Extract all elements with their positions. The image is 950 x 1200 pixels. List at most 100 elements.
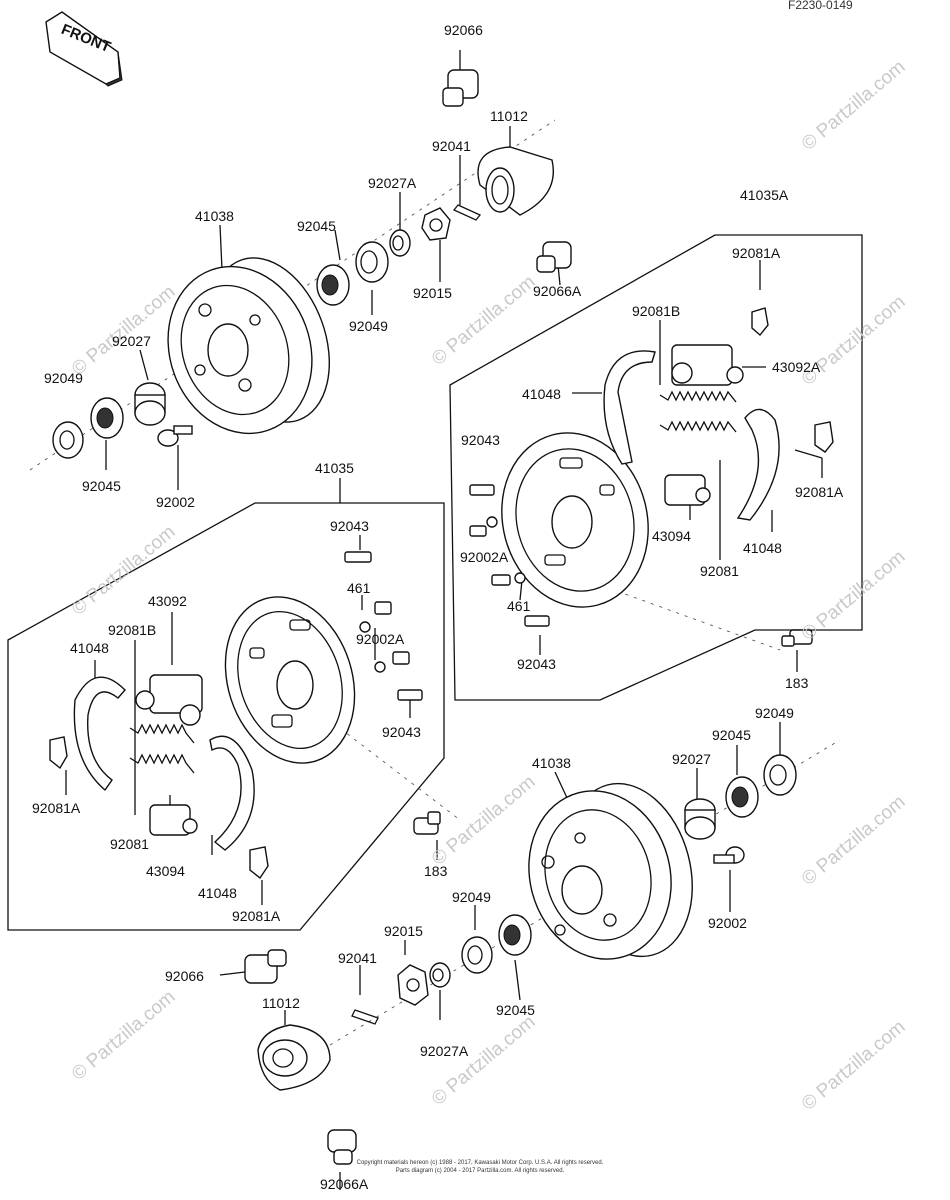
part-label: 41048 bbox=[522, 386, 561, 402]
part-92002-left bbox=[157, 425, 193, 447]
leader-lines bbox=[65, 50, 823, 1190]
springs-right bbox=[659, 390, 737, 433]
part-92041-top bbox=[452, 204, 482, 221]
part-label: 92081A bbox=[32, 800, 81, 816]
part-183-right bbox=[781, 629, 813, 647]
part-92045-br bbox=[725, 776, 759, 818]
part-label: 92066 bbox=[165, 968, 204, 984]
part-label: 92045 bbox=[82, 478, 121, 494]
part-label: 41048 bbox=[743, 540, 782, 556]
part-label: 92049 bbox=[755, 705, 794, 721]
brake-shoe-left-upper bbox=[73, 676, 126, 792]
springs-left bbox=[129, 723, 195, 774]
part-label: 92045 bbox=[712, 727, 751, 743]
front-arrow-icon bbox=[45, 11, 123, 87]
part-92045-top bbox=[316, 264, 350, 306]
part-label: 92027 bbox=[112, 333, 151, 349]
wheel-cylinder-43094-right bbox=[664, 474, 711, 506]
part-label: 92081A bbox=[232, 908, 281, 924]
drum-41038-bottom bbox=[528, 782, 693, 960]
part-92041-bot bbox=[351, 1009, 379, 1025]
clip-92081a-right-bottom bbox=[814, 421, 834, 453]
part-label: 11012 bbox=[490, 108, 528, 124]
part-label: 92081B bbox=[108, 622, 157, 638]
part-92027-br bbox=[684, 798, 716, 840]
part-label: 92002A bbox=[460, 549, 509, 565]
part-label: 92027A bbox=[368, 175, 417, 191]
part-92027a-top bbox=[389, 229, 411, 257]
part-92049-bot bbox=[461, 936, 493, 974]
diagram-code: F2230-0149 bbox=[788, 0, 853, 12]
part-92027a-bot bbox=[429, 962, 451, 988]
part-92066a-mid bbox=[536, 241, 572, 273]
part-92066a-bot bbox=[327, 1129, 357, 1165]
part-label: 41048 bbox=[70, 640, 109, 656]
part-label: 41038 bbox=[195, 208, 234, 224]
part-label: 92043 bbox=[517, 656, 556, 672]
part-label: 461 bbox=[347, 580, 371, 596]
part-label: 92015 bbox=[413, 285, 452, 301]
part-label: 92043 bbox=[461, 432, 500, 448]
part-label: 92027 bbox=[672, 751, 711, 767]
part-92049-top bbox=[355, 241, 389, 283]
brake-shoe-right-upper bbox=[603, 350, 656, 465]
part-92015-top bbox=[421, 207, 451, 241]
part-label: 92049 bbox=[452, 889, 491, 905]
part-label: 43092 bbox=[148, 593, 187, 609]
bolts-right bbox=[469, 484, 550, 627]
brake-shoe-left-lower bbox=[209, 735, 255, 851]
part-label: 92015 bbox=[384, 923, 423, 939]
part-label: 92045 bbox=[297, 218, 336, 234]
part-label: 92081A bbox=[732, 245, 781, 261]
copyright-line: Parts diagram (c) 2004 - 2017 Partzilla.… bbox=[395, 1168, 565, 1174]
part-92002-br bbox=[713, 846, 745, 864]
part-92027-left bbox=[134, 382, 166, 426]
drum-41038-top bbox=[167, 257, 330, 435]
part-label: 92081 bbox=[110, 836, 149, 852]
part-label: 461 bbox=[507, 598, 531, 614]
part-92066-bot bbox=[244, 949, 287, 984]
part-92015-bot bbox=[397, 964, 429, 1006]
part-11012-bot bbox=[257, 1024, 331, 1091]
part-label: 92066 bbox=[444, 22, 483, 38]
part-label: 41035A bbox=[740, 187, 789, 203]
part-92049-left bbox=[52, 421, 84, 459]
part-label: 92049 bbox=[349, 318, 388, 334]
part-label: 92066A bbox=[320, 1176, 369, 1192]
part-label: 92081A bbox=[795, 484, 844, 500]
brake-shoe-right-lower bbox=[736, 408, 780, 521]
part-label: 92002 bbox=[708, 915, 747, 931]
part-label: 92045 bbox=[496, 1002, 535, 1018]
part-92049-br bbox=[763, 754, 797, 796]
part-label: 92081 bbox=[700, 563, 739, 579]
part-label: 92002 bbox=[156, 494, 195, 510]
part-label: 43092A bbox=[772, 359, 821, 375]
part-label: 92002A bbox=[356, 631, 405, 647]
copyright-line: Copyright materials hereon (c) 1988 - 20… bbox=[356, 1160, 604, 1166]
part-label: 92041 bbox=[432, 138, 471, 154]
part-label: 92043 bbox=[330, 518, 369, 534]
part-label: 41035 bbox=[315, 460, 354, 476]
part-label: 92043 bbox=[382, 724, 421, 740]
brake-panel-right bbox=[501, 432, 649, 608]
part-label: 92081B bbox=[632, 303, 681, 319]
part-11012-top bbox=[477, 146, 554, 216]
wheel-cylinder-43092 bbox=[135, 674, 203, 726]
brake-panel-left bbox=[224, 596, 356, 764]
part-label: 183 bbox=[424, 863, 448, 879]
part-label: 92041 bbox=[338, 950, 377, 966]
part-label: 183 bbox=[785, 675, 809, 691]
part-label: 11012 bbox=[262, 995, 300, 1011]
part-92066-top bbox=[442, 69, 479, 107]
clip-92081a-left-2 bbox=[249, 846, 269, 880]
bolts-left bbox=[344, 551, 423, 701]
wheel-cylinder-43092a bbox=[671, 344, 744, 386]
part-label: 43094 bbox=[146, 863, 185, 879]
part-92045-left bbox=[90, 397, 124, 439]
wheel-cylinder-43094-left bbox=[149, 804, 198, 836]
part-label: 92049 bbox=[44, 370, 83, 386]
part-label: 43094 bbox=[652, 528, 691, 544]
clip-92081a-right-top bbox=[751, 307, 769, 337]
part-183-mid bbox=[413, 811, 441, 835]
